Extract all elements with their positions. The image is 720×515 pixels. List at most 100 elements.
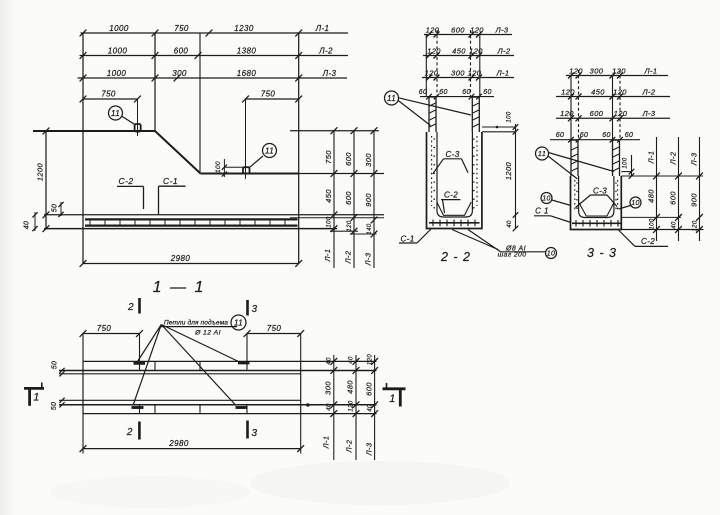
svg-text:Л-2: Л-2 (641, 87, 655, 96)
svg-text:Л-1: Л-1 (643, 66, 657, 75)
svg-text:120: 120 (425, 68, 439, 77)
svg-text:11: 11 (111, 109, 120, 118)
svg-text:10: 10 (542, 196, 551, 203)
svg-text:1: 1 (389, 393, 396, 405)
svg-text:60: 60 (439, 89, 448, 96)
svg-text:120: 120 (469, 46, 483, 55)
svg-text:60: 60 (602, 132, 611, 139)
svg-text:600: 600 (344, 152, 353, 166)
svg-text:120: 120 (612, 66, 626, 75)
svg-text:1230: 1230 (234, 24, 254, 33)
svg-text:120: 120 (347, 220, 353, 231)
svg-text:Л-3: Л-3 (494, 25, 508, 34)
svg-text:300: 300 (324, 381, 333, 395)
svg-text:600: 600 (344, 191, 353, 205)
svg-text:Л-2: Л-2 (496, 46, 510, 55)
svg-text:11: 11 (265, 146, 274, 155)
svg-text:450: 450 (324, 189, 333, 203)
svg-text:100: 100 (215, 161, 222, 173)
svg-text:3: 3 (252, 304, 258, 315)
svg-text:120: 120 (427, 46, 441, 55)
svg-text:40: 40 (327, 357, 333, 365)
svg-text:3 - 3: 3 - 3 (587, 246, 617, 260)
svg-text:Л-1: Л-1 (322, 435, 331, 449)
svg-text:50: 50 (52, 204, 59, 213)
svg-text:60: 60 (625, 132, 634, 139)
svg-text:120: 120 (569, 66, 583, 75)
svg-text:Ø 12 АI: Ø 12 АI (194, 330, 221, 337)
svg-text:750: 750 (101, 90, 116, 99)
svg-text:Ø8 АI: Ø8 АI (505, 246, 526, 253)
svg-text:450: 450 (452, 46, 466, 55)
svg-text:Л-3: Л-3 (322, 69, 337, 78)
svg-text:1000: 1000 (109, 24, 129, 33)
svg-text:2 - 2: 2 - 2 (440, 250, 471, 264)
svg-text:300: 300 (451, 68, 465, 77)
svg-text:3: 3 (252, 428, 258, 439)
svg-text:40: 40 (24, 221, 31, 230)
svg-text:50: 50 (51, 402, 58, 411)
svg-text:C-2: C-2 (641, 237, 655, 246)
svg-text:600: 600 (174, 46, 189, 55)
svg-text:1380: 1380 (237, 46, 257, 55)
svg-text:100: 100 (507, 111, 513, 122)
svg-text:Л-2: Л-2 (345, 439, 354, 453)
svg-text:750: 750 (97, 324, 112, 333)
svg-text:120: 120 (561, 87, 575, 96)
svg-text:C-2: C-2 (119, 176, 134, 186)
svg-text:600: 600 (365, 382, 374, 396)
svg-text:50: 50 (52, 361, 59, 370)
svg-text:C-3: C-3 (445, 150, 459, 159)
svg-text:120: 120 (468, 68, 482, 77)
svg-text:40: 40 (507, 220, 513, 228)
svg-text:шаг 200: шаг 200 (498, 252, 527, 259)
svg-text:480: 480 (346, 380, 355, 394)
svg-text:Л-3: Л-3 (365, 442, 374, 456)
svg-text:10: 10 (547, 251, 556, 258)
svg-text:120: 120 (368, 354, 374, 365)
svg-text:140: 140 (367, 223, 373, 234)
svg-text:1000: 1000 (108, 46, 128, 55)
svg-text:Л-2: Л-2 (669, 151, 678, 165)
svg-text:600: 600 (590, 109, 604, 118)
svg-text:1680: 1680 (237, 69, 257, 78)
svg-text:Л-3: Л-3 (364, 252, 373, 266)
svg-text:C-2: C-2 (444, 191, 458, 200)
svg-text:120: 120 (349, 400, 355, 411)
svg-text:600: 600 (669, 191, 678, 205)
svg-text:C 1: C 1 (535, 207, 549, 216)
svg-text:750: 750 (267, 324, 282, 333)
svg-text:Л-1: Л-1 (323, 248, 332, 262)
svg-text:60: 60 (462, 89, 471, 96)
svg-text:600: 600 (451, 25, 465, 34)
svg-text:Л-2: Л-2 (344, 250, 353, 264)
svg-text:2: 2 (127, 302, 134, 313)
svg-text:1: 1 (33, 392, 40, 404)
svg-text:1200: 1200 (36, 162, 45, 181)
svg-text:40: 40 (349, 356, 355, 364)
svg-text:40: 40 (368, 404, 374, 412)
svg-text:60: 60 (419, 89, 428, 96)
svg-text:C-1: C-1 (400, 235, 414, 244)
svg-text:C-3: C-3 (593, 187, 607, 196)
svg-text:300: 300 (364, 153, 373, 167)
svg-text:Л-3: Л-3 (641, 109, 655, 118)
svg-text:120: 120 (560, 109, 574, 118)
svg-text:Л-1: Л-1 (495, 68, 509, 77)
svg-text:900: 900 (364, 193, 373, 207)
svg-text:60: 60 (580, 132, 589, 139)
svg-text:40: 40 (327, 403, 333, 411)
svg-text:1000: 1000 (107, 69, 127, 78)
svg-text:2: 2 (126, 427, 133, 438)
svg-text:60: 60 (483, 89, 492, 96)
svg-text:900: 900 (690, 193, 699, 207)
svg-text:100: 100 (327, 216, 333, 227)
svg-text:Л-3: Л-3 (690, 152, 699, 166)
svg-text:100: 100 (623, 157, 629, 168)
svg-text:120: 120 (693, 220, 699, 231)
svg-text:450: 450 (591, 87, 605, 96)
svg-text:1 — 1: 1 — 1 (153, 279, 206, 296)
svg-text:11: 11 (538, 149, 547, 158)
svg-text:2980: 2980 (168, 439, 189, 448)
svg-text:300: 300 (590, 66, 604, 75)
